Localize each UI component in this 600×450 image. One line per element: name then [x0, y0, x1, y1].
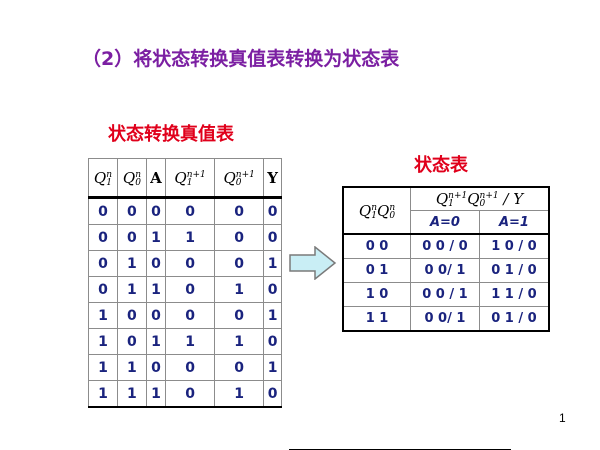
truth-table-cell: 0	[214, 197, 265, 225]
truth-table-cell: 0	[145, 302, 167, 329]
state-subheader-a0: A=0	[410, 210, 480, 235]
truth-table-cell: 1	[88, 354, 118, 381]
truth-table-cell: 0	[165, 250, 216, 277]
state-subheader-a1: A=1	[478, 210, 550, 235]
truth-table-cell: 1	[116, 354, 147, 381]
truth-table-cell: 1	[263, 250, 282, 277]
truth-table-cell: 0	[214, 354, 265, 381]
page-heading: （2）将状态转换真值表转换为状态表	[82, 48, 400, 70]
right-arrow-icon	[289, 246, 337, 280]
truth-table-cell: 0	[263, 380, 282, 408]
truth-table-title: 状态转换真值表	[108, 124, 234, 145]
truth-table-cell: 1	[145, 224, 167, 251]
truth-table-cell: 0	[263, 197, 282, 225]
truth-table-cell: 1	[116, 276, 147, 303]
truth-table-cell: 0	[116, 328, 147, 355]
truth-table-cell: 0	[263, 224, 282, 251]
truth-table-cell: 1	[214, 328, 265, 355]
truth-table-cell: 0	[165, 354, 216, 381]
state-table-cell-state: 0 1	[342, 258, 411, 283]
col-y: Y	[263, 158, 282, 199]
truth-table-cell: 1	[263, 354, 282, 381]
truth-table-cell: 0	[116, 224, 147, 251]
truth-table-cell: 1	[145, 380, 167, 408]
truth-table-cell: 1	[165, 328, 216, 355]
truth-table-cell: 0	[165, 197, 216, 225]
page-number: 1	[559, 411, 566, 425]
state-table-cell-a0: 0 0/ 1	[410, 306, 480, 332]
truth-table-cell: 1	[145, 328, 167, 355]
truth-table-cell: 1	[88, 380, 118, 408]
truth-table-cell: 1	[88, 328, 118, 355]
state-table-cell-a0: 0 0 / 1	[410, 282, 480, 307]
state-table-cell-state: 0 0	[342, 233, 411, 259]
state-table-cell-a0: 0 0 / 0	[410, 233, 480, 259]
truth-table-cell: 1	[214, 276, 265, 303]
truth-table-cell: 1	[263, 302, 282, 329]
truth-table-cell: 0	[214, 224, 265, 251]
state-table-title: 状态表	[414, 155, 468, 176]
state-table-cell-a1: 0 1 / 0	[478, 306, 550, 332]
truth-table-cell: 0	[116, 302, 147, 329]
truth-table-cell: 1	[165, 224, 216, 251]
truth-table-cell: 0	[145, 250, 167, 277]
state-table-cell-state: 1 1	[342, 306, 411, 332]
truth-table-cell: 0	[263, 328, 282, 355]
truth-table-cell: 1	[116, 250, 147, 277]
truth-table-cell: 0	[145, 354, 167, 381]
truth-table-cell: 1	[145, 276, 167, 303]
truth-table-cell: 1	[116, 380, 147, 408]
truth-table-cell: 0	[116, 197, 147, 225]
truth-table-cell: 0	[263, 276, 282, 303]
truth-table-cell: 0	[165, 276, 216, 303]
truth-table-cell: 1	[88, 302, 118, 329]
truth-table-cell: 0	[214, 250, 265, 277]
truth-table-cell: 0	[165, 380, 216, 408]
truth-table-cell: 0	[145, 197, 167, 225]
truth-table-cell: 0	[88, 250, 118, 277]
truth-table-cell: 1	[214, 380, 265, 408]
col-a: A	[145, 158, 167, 199]
truth-table-cell: 0	[214, 302, 265, 329]
truth-table-cell: 0	[165, 302, 216, 329]
state-table-cell-a0: 0 0/ 1	[410, 258, 480, 283]
state-table-cell-state: 1 0	[342, 282, 411, 307]
state-table-cell-a1: 1 0 / 0	[478, 233, 550, 259]
state-table-cell-a1: 0 1 / 0	[478, 258, 550, 283]
truth-table-cell: 0	[88, 276, 118, 303]
state-table-cell-a1: 1 1 / 0	[478, 282, 550, 307]
truth-table-cell: 0	[88, 197, 118, 225]
truth-table-cell: 0	[88, 224, 118, 251]
